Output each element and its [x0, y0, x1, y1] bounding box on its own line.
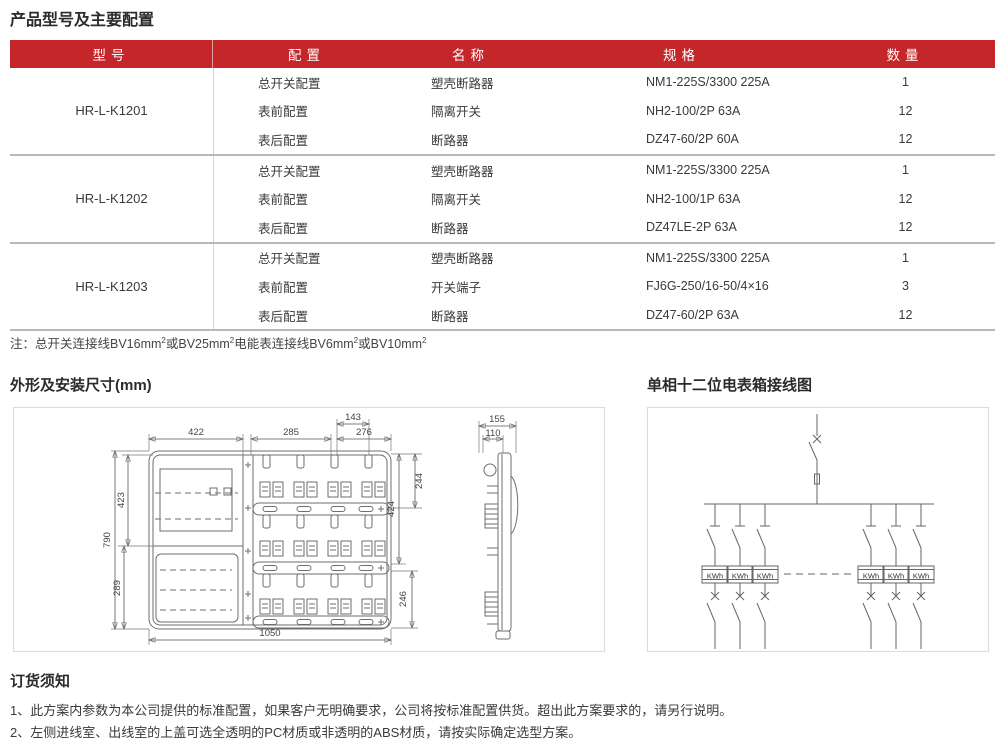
- kwh-meter-label: KWh: [707, 572, 723, 581]
- cell-spec: FJ6G-250/16-50/4×16: [646, 279, 769, 294]
- dim-276: 276: [356, 427, 372, 438]
- cell-qty: 12: [898, 308, 913, 323]
- cell-spec: DZ47-60/2P 60A: [646, 132, 739, 147]
- table-row: 表前配置 开关端子 FJ6G-250/16-50/4×16 3: [214, 272, 995, 301]
- table-row: 总开关配置 塑壳断路器 NM1-225S/3300 225A 1: [214, 68, 995, 97]
- model-label: HR-L-K1203: [10, 243, 214, 330]
- meter-box-dimension-drawing: 422 285 276 143 790 423 289 424 244 246 …: [102, 412, 519, 645]
- kwh-meter-label: KWh: [913, 572, 929, 581]
- dimensions-section-title: 外形及安装尺寸(mm): [10, 377, 152, 394]
- wiring-section-title: 单相十二位电表箱接线图: [647, 377, 813, 394]
- table-group-k1201: HR-L-K1201 总开关配置 塑壳断路器 NM1-225S/3300 225…: [10, 68, 995, 156]
- dim-285: 285: [283, 427, 299, 438]
- table-row: 表前配置 隔离开关 NH2-100/1P 63A 12: [214, 184, 995, 213]
- dim-110: 110: [485, 428, 500, 439]
- cell-qty: 12: [898, 103, 913, 118]
- table-row: 总开关配置 塑壳断路器 NM1-225S/3300 225A 1: [214, 244, 995, 273]
- cell-name: 断路器: [431, 133, 469, 148]
- cell-name: 塑壳断路器: [431, 164, 494, 179]
- cell-name: 隔离开关: [431, 105, 482, 120]
- header-spec: 规格: [663, 48, 700, 63]
- cell-config: 表后配置: [258, 221, 309, 236]
- kwh-meter-label: KWh: [863, 572, 879, 581]
- dim-423: 423: [116, 492, 127, 508]
- header-model: 型号: [10, 40, 213, 68]
- cell-qty: 12: [898, 191, 913, 206]
- table-header-row: 型号 配置 名称 规格 数量: [10, 40, 995, 68]
- dim-790: 790: [102, 532, 113, 548]
- dim-422: 422: [188, 427, 204, 438]
- table-row: 表后配置 断路器 DZ47-60/2P 60A 12: [214, 125, 995, 154]
- cell-name: 断路器: [431, 221, 469, 236]
- cell-name: 开关端子: [431, 280, 482, 295]
- header-config: 配置: [288, 48, 325, 63]
- cell-config: 总开关配置: [258, 164, 321, 179]
- ordering-note-2: 2、左侧进线室、出线室的上盖可选全透明的PC材质或非透明的ABS材质，请按实际确…: [10, 725, 582, 740]
- ordering-note-1: 1、此方案内参数为本公司提供的标准配置，如果客户无明确要求，公司将按标准配置供货…: [10, 703, 733, 718]
- table-row: 表前配置 隔离开关 NH2-100/2P 63A 12: [214, 97, 995, 126]
- model-label: HR-L-K1202: [10, 155, 214, 242]
- table-note: 注：总开关连接线BV16mm2或BV25mm2电能表连接线BV6mm2或BV10…: [10, 335, 427, 351]
- cell-qty: 1: [902, 163, 909, 178]
- cell-config: 总开关配置: [258, 76, 321, 91]
- dim-155: 155: [489, 414, 505, 425]
- cell-spec: NH2-100/2P 63A: [646, 103, 741, 118]
- table-row: 表后配置 断路器 DZ47-60/2P 63A 12: [214, 301, 995, 330]
- table-row: 总开关配置 塑壳断路器 NM1-225S/3300 225A 1: [214, 156, 995, 185]
- kwh-meter-label: KWh: [888, 572, 904, 581]
- kwh-meter-label: KWh: [732, 572, 748, 581]
- cell-qty: 12: [898, 220, 913, 235]
- dim-246: 246: [398, 591, 409, 607]
- cell-spec: NH2-100/1P 63A: [646, 191, 741, 206]
- page-title: 产品型号及主要配置: [10, 12, 155, 29]
- cell-config: 表前配置: [258, 193, 309, 208]
- table-group-k1203: HR-L-K1203 总开关配置 塑壳断路器 NM1-225S/3300 225…: [10, 243, 995, 332]
- cell-name: 断路器: [431, 309, 469, 324]
- dimensions-panel: 422 285 276 143 790 423 289 424 244 246 …: [13, 407, 605, 652]
- cell-config: 表后配置: [258, 309, 309, 324]
- dim-424: 424: [386, 501, 397, 517]
- dim-143: 143: [345, 412, 361, 423]
- wiring-diagram: KWh KWh KWh KWh KWh KWh: [701, 414, 935, 650]
- cell-spec: NM1-225S/3300 225A: [646, 75, 770, 90]
- product-spec-table: 型号 配置 名称 规格 数量 HR-L-K1201 总开关配置 塑壳断路器 NM…: [10, 40, 995, 332]
- cell-name: 塑壳断路器: [431, 76, 494, 91]
- header-qty: 数量: [886, 48, 924, 63]
- dim-1050: 1050: [259, 628, 280, 639]
- cell-qty: 12: [898, 132, 913, 147]
- header-name: 名称: [452, 48, 489, 63]
- cell-spec: NM1-225S/3300 225A: [646, 163, 770, 178]
- dim-244: 244: [414, 473, 425, 489]
- cell-qty: 1: [902, 250, 909, 265]
- cell-name: 塑壳断路器: [431, 252, 494, 267]
- ordering-notes-title: 订货须知: [10, 673, 71, 690]
- wiring-panel: KWh KWh KWh KWh KWh KWh: [647, 407, 989, 652]
- cell-qty: 3: [902, 279, 909, 294]
- model-label: HR-L-K1201: [10, 68, 214, 154]
- table-group-k1202: HR-L-K1202 总开关配置 塑壳断路器 NM1-225S/3300 225…: [10, 155, 995, 244]
- cell-config: 表后配置: [258, 133, 309, 148]
- table-row: 表后配置 断路器 DZ47LE-2P 63A 12: [214, 213, 995, 242]
- cell-config: 表前配置: [258, 280, 309, 295]
- dim-289: 289: [112, 580, 123, 596]
- cell-spec: DZ47LE-2P 63A: [646, 220, 737, 235]
- cell-qty: 1: [902, 75, 909, 90]
- cell-spec: DZ47-60/2P 63A: [646, 308, 739, 323]
- cell-config: 表前配置: [258, 105, 309, 120]
- cell-config: 总开关配置: [258, 252, 321, 267]
- kwh-meter-label: KWh: [757, 572, 773, 581]
- cell-name: 隔离开关: [431, 193, 482, 208]
- cell-spec: NM1-225S/3300 225A: [646, 250, 770, 265]
